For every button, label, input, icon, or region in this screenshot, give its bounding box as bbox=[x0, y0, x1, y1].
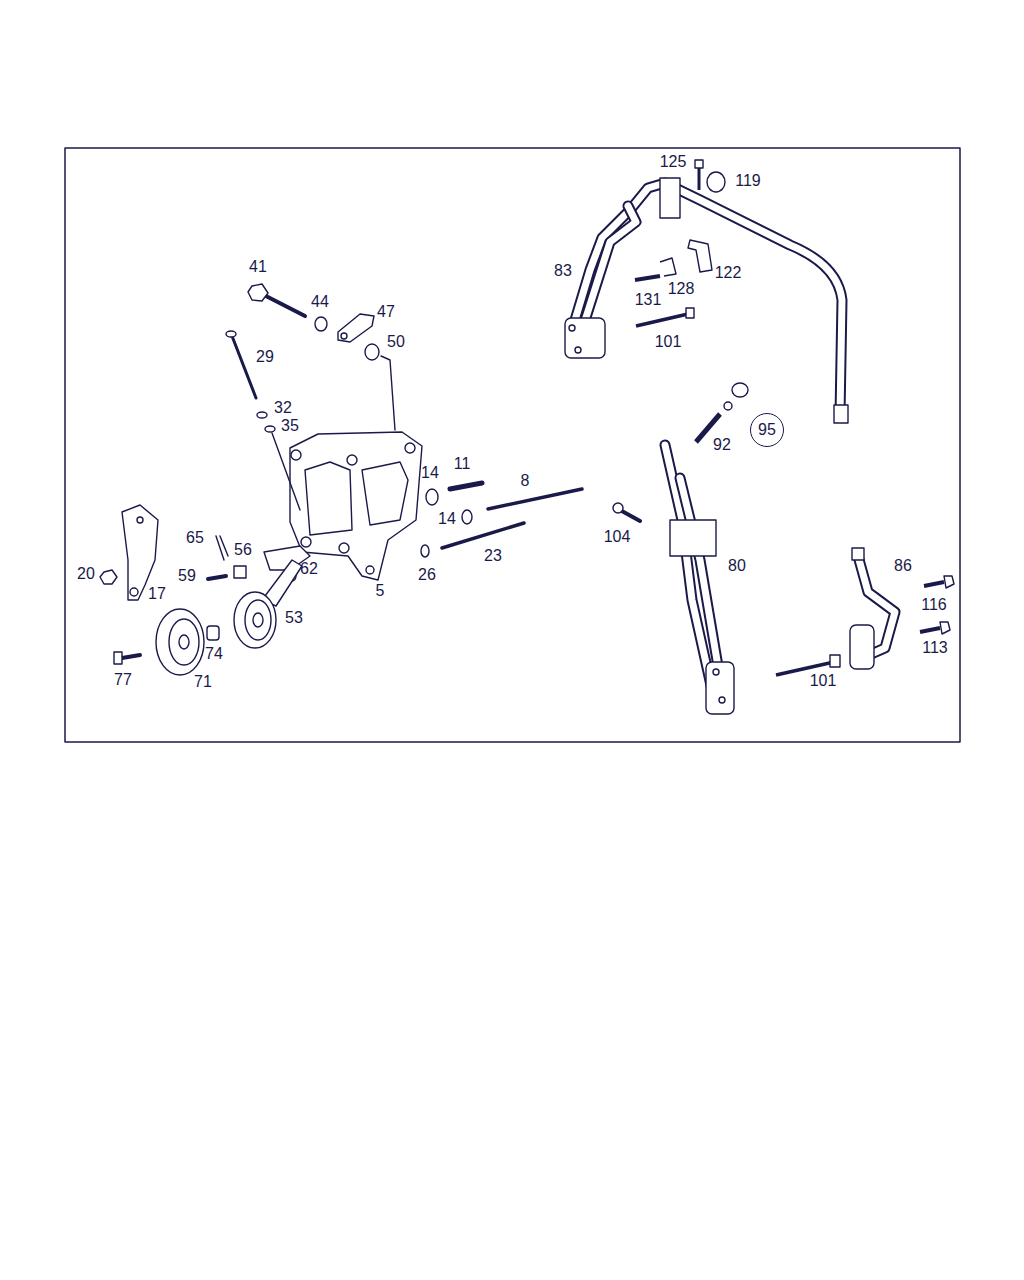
callout-number: 101 bbox=[810, 673, 837, 689]
callout-number: 104 bbox=[604, 529, 631, 545]
callout-number: 77 bbox=[114, 672, 132, 688]
callout-number: 95 bbox=[758, 422, 776, 438]
callout-number: 35 bbox=[281, 418, 299, 434]
callout-number: 26 bbox=[418, 567, 436, 583]
callout-number: 23 bbox=[484, 548, 502, 564]
callout-number: 86 bbox=[894, 558, 912, 574]
callout-number: 65 bbox=[186, 530, 204, 546]
callout-number: 128 bbox=[668, 281, 695, 297]
callout-number: 50 bbox=[387, 334, 405, 350]
callout-number: 17 bbox=[148, 586, 166, 602]
callout-number: 56 bbox=[234, 542, 252, 558]
callout-circle: 95 bbox=[750, 413, 784, 447]
callout-number: 101 bbox=[655, 334, 682, 350]
callout-number: 80 bbox=[728, 558, 746, 574]
callout-number: 11 bbox=[454, 456, 471, 472]
callout-number: 116 bbox=[921, 597, 947, 613]
callout-number: 92 bbox=[713, 437, 731, 453]
callout-number: 53 bbox=[285, 610, 303, 626]
callout-number: 41 bbox=[249, 259, 267, 275]
callout-number: 59 bbox=[178, 568, 196, 584]
callout-number: 125 bbox=[660, 154, 687, 170]
callout-number: 14 bbox=[421, 465, 439, 481]
callout-number: 71 bbox=[194, 674, 212, 690]
callout-number: 47 bbox=[377, 304, 395, 320]
callout-number: 119 bbox=[735, 173, 761, 189]
callout-number: 14 bbox=[438, 511, 456, 527]
callout-number: 83 bbox=[554, 263, 572, 279]
callout-number: 29 bbox=[256, 349, 274, 365]
callout-number: 122 bbox=[715, 265, 742, 281]
callout-number: 74 bbox=[205, 646, 223, 662]
callout-number: 20 bbox=[77, 566, 95, 582]
callout-number: 113 bbox=[922, 640, 948, 656]
callout-number: 5 bbox=[376, 583, 385, 599]
callout-number: 8 bbox=[521, 473, 530, 489]
callout-number: 44 bbox=[311, 294, 329, 310]
callout-number: 32 bbox=[274, 400, 292, 416]
callout-number: 131 bbox=[635, 292, 662, 308]
callout-number: 62 bbox=[300, 561, 318, 577]
